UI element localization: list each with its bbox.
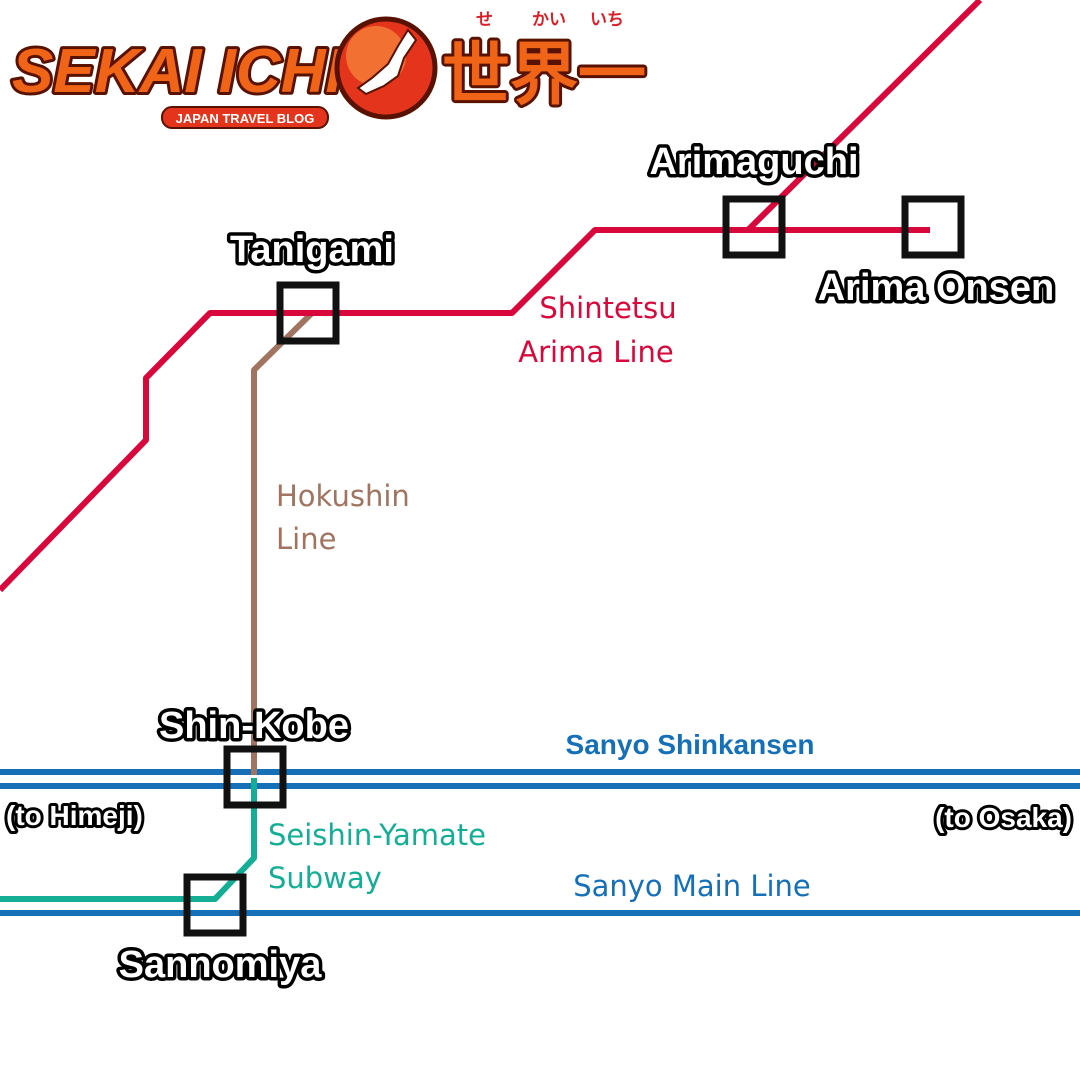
line-label-shintetsu-2: Arima Line: [518, 335, 674, 369]
station-label-arima-onsen: Arima Onsen: [818, 267, 1055, 309]
station-box-shin-kobe: [223, 745, 287, 809]
line-label-subway-2: Subway: [268, 861, 382, 895]
direction-label-west: (to Himeji): [6, 800, 143, 831]
logo-furigana-ichi: いち: [590, 10, 624, 30]
seishin-yamate-subway-line: [0, 778, 257, 902]
line-label-hokushin-1: Hokushin: [276, 479, 410, 513]
station-label-tanigami: Tanigami: [230, 229, 394, 271]
logo-furigana-se: せ: [476, 10, 493, 30]
hokushin-line: [251, 310, 315, 775]
shintetsu-arima-line: [0, 227, 930, 593]
direction-label-east: (to Osaka): [935, 802, 1072, 833]
logo: SEKAI ICHI 世界一 せ かい いち JAPAN TRAVEL BLOG: [9, 10, 649, 129]
line-label-shintetsu-1: Shintetsu: [539, 291, 676, 325]
station-label-sannomiya: Sannomiya: [119, 944, 323, 986]
sanyo-shinkansen-line: [0, 769, 1080, 789]
station-box-arima-onsen: [901, 195, 965, 259]
logo-kanji: 世界一: [442, 36, 646, 115]
station-box-tanigami: [276, 281, 340, 345]
line-label-subway-1: Seishin-Yamate: [268, 818, 486, 852]
line-label-hokushin-2: Line: [276, 522, 336, 556]
logo-tagline: JAPAN TRAVEL BLOG: [176, 111, 315, 126]
station-label-shin-kobe: Shin-Kobe: [159, 705, 349, 747]
logo-furigana-kai: かい: [532, 10, 566, 30]
line-label-main-line: Sanyo Main Line: [573, 869, 811, 903]
shintetsu-sanda-line: [745, 0, 983, 233]
logo-brand: SEKAI ICHI: [12, 37, 344, 106]
station-box-sannomiya: [183, 873, 247, 937]
line-label-shinkansen: Sanyo Shinkansen: [566, 729, 815, 760]
japan-globe-icon: [334, 16, 438, 120]
station-label-arimaguchi: Arimaguchi: [649, 141, 858, 183]
station-box-arimaguchi: [722, 195, 786, 259]
